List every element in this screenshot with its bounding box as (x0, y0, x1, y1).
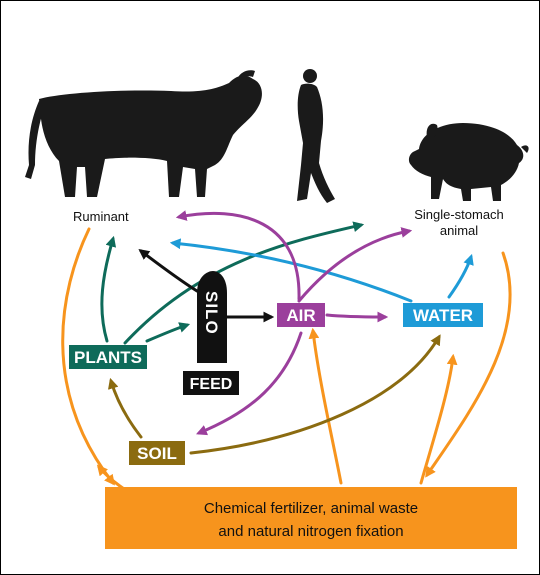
plants-label: PLANTS (74, 348, 142, 367)
arrow-single-stomach-to-source (425, 251, 512, 478)
arrow-water-to-ruminant (169, 238, 413, 303)
single-stomach-label-line1: Single-stomach (414, 207, 504, 222)
black-arrows (138, 249, 275, 323)
pig-silhouette (408, 123, 529, 201)
air-box (277, 303, 325, 327)
arrow-source-to-air (308, 327, 343, 485)
arrow-air-to-ruminant (175, 210, 301, 301)
nitrogen-source-box (105, 487, 517, 549)
blue-arrows (169, 238, 474, 303)
soil-box (129, 441, 185, 465)
feed-label: FEED (190, 376, 233, 393)
arrow-plants-to-ruminant (100, 235, 117, 343)
air-label: AIR (286, 306, 315, 325)
water-label: WATER (413, 306, 473, 325)
arrow-air-to-water (325, 311, 389, 323)
arrow-air-to-soil (195, 331, 303, 436)
soil-label: SOIL (137, 444, 177, 463)
arrow-ruminant-to-source (61, 227, 115, 486)
arrow-source-to-water (419, 353, 458, 485)
arrow-air-to-single-stomach (297, 227, 413, 303)
arrow-silo-to-ruminant (138, 249, 199, 293)
ruminant-label: Ruminant (73, 209, 129, 224)
person-silhouette (297, 69, 335, 203)
cow-silhouette (25, 70, 262, 197)
arrow-soil-to-plants (108, 377, 143, 439)
single-stomach-label-line2: animal (440, 223, 478, 238)
plants-box (69, 345, 147, 369)
source-label-line1: Chemical fertilizer, animal waste (204, 500, 418, 517)
arrow-plants-to-silo (145, 322, 191, 343)
source-label-line2: and natural nitrogen fixation (218, 523, 403, 540)
arrow-water-to-single-stomach (447, 253, 474, 299)
olive-arrows (108, 334, 441, 455)
silo-label: SILO (202, 291, 221, 335)
silo-icon (197, 271, 227, 363)
arrow-plants-to-single-stomach (123, 221, 365, 345)
green-arrows (100, 221, 365, 345)
purple-arrows (175, 210, 413, 436)
water-box (403, 303, 483, 327)
feed-box (183, 371, 239, 395)
arrow-soil-to-water (189, 334, 441, 455)
